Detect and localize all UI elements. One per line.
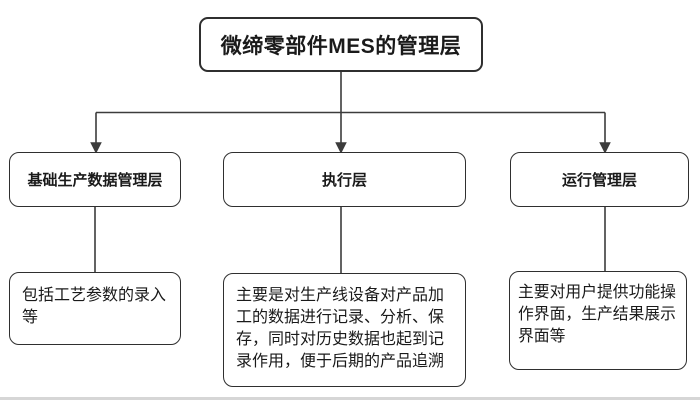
arrowhead-left-icon bbox=[90, 142, 102, 154]
branch-box-basic-data: 基础生产数据管理层 bbox=[9, 152, 181, 207]
detail-text: 主要对用户提供功能操作界面，生产结果展示界面等 bbox=[518, 284, 676, 345]
detail-box-execution: 主要是对生产线设备对产品加工的数据进行记录、分析、保存，同时对历史数据也起到记录… bbox=[223, 273, 466, 387]
branch-label: 基础生产数据管理层 bbox=[27, 172, 163, 189]
detail-text: 主要是对生产线设备对产品加工的数据进行记录、分析、保存，同时对历史数据也起到记录… bbox=[236, 287, 445, 370]
arrowhead-right-icon bbox=[599, 142, 611, 154]
branch-label: 运行管理层 bbox=[561, 172, 637, 189]
detail-text: 包括工艺参数的录入等 bbox=[22, 287, 167, 326]
branch-box-operation: 运行管理层 bbox=[510, 152, 689, 207]
detail-box-operation: 主要对用户提供功能操作界面，生产结果展示界面等 bbox=[509, 271, 687, 370]
detail-box-basic-data: 包括工艺参数的录入等 bbox=[9, 272, 181, 345]
branch-box-execution: 执行层 bbox=[223, 152, 466, 207]
branch-label: 执行层 bbox=[321, 172, 367, 189]
diagram-title: 微缔零部件MES的管理层 bbox=[220, 34, 462, 58]
arrowhead-center-icon bbox=[335, 142, 347, 154]
root-box-mes-management: 微缔零部件MES的管理层 bbox=[199, 17, 483, 72]
bottom-edge-strip bbox=[0, 397, 700, 400]
